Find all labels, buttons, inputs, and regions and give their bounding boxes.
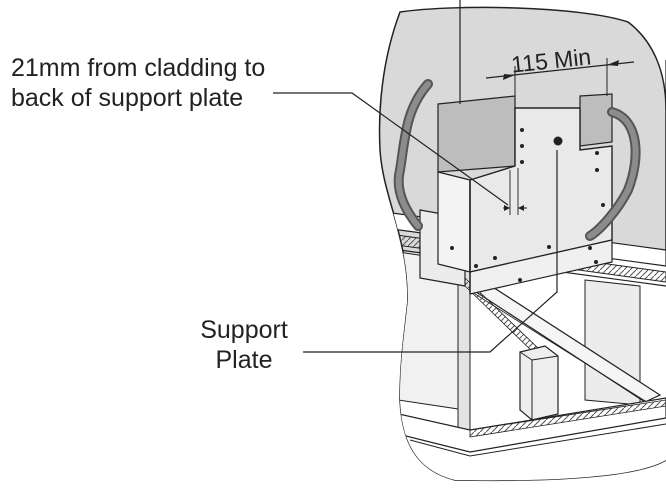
fixing-hole: [594, 260, 598, 264]
frame-post: [457, 267, 471, 441]
base-block-edges: [519, 351, 559, 420]
seal-strip-left-core: [395, 81, 431, 229]
support-callout-line-2: Plate: [215, 346, 273, 374]
fixing-holes: [450, 128, 605, 282]
main-fixing-hole: [553, 136, 563, 146]
fixing-hole: [547, 245, 551, 249]
fixing-hole: [595, 151, 599, 155]
fixing-hole: [493, 256, 497, 260]
seal-strip-right-core: [587, 109, 639, 239]
leader-cladding: [273, 92, 509, 206]
fixing-hole: [520, 160, 524, 164]
gap-dimension: [503, 168, 527, 215]
sill-rail: [469, 399, 666, 438]
bracket-right-wing: [579, 93, 613, 147]
fixing-hole: [520, 128, 524, 132]
cladding-callout-line-2: back of support plate: [11, 84, 244, 112]
fixing-hole: [520, 144, 524, 148]
cladding-gap-callout: 21mm from cladding to back of support pl…: [11, 53, 265, 113]
fixing-hole: [450, 246, 454, 250]
bracket-top-block: [437, 95, 516, 173]
fixing-hole: [518, 278, 522, 282]
sill-lower-edge: [409, 423, 666, 457]
bracket-side: [437, 171, 471, 273]
fixing-hole: [601, 203, 605, 207]
leader-support-plate: [303, 150, 558, 353]
support-plate-callout: Support Plate: [192, 315, 296, 375]
base-block: [519, 345, 559, 421]
cladding-callout-line-1: 21mm from cladding to: [11, 54, 266, 82]
support-callout-line-1: Support: [200, 316, 288, 344]
beam-edge: [474, 293, 651, 405]
fixing-hole: [595, 168, 599, 172]
fixing-hole: [588, 246, 592, 250]
gap-arrows: [504, 205, 524, 211]
fixing-hole: [474, 264, 478, 268]
